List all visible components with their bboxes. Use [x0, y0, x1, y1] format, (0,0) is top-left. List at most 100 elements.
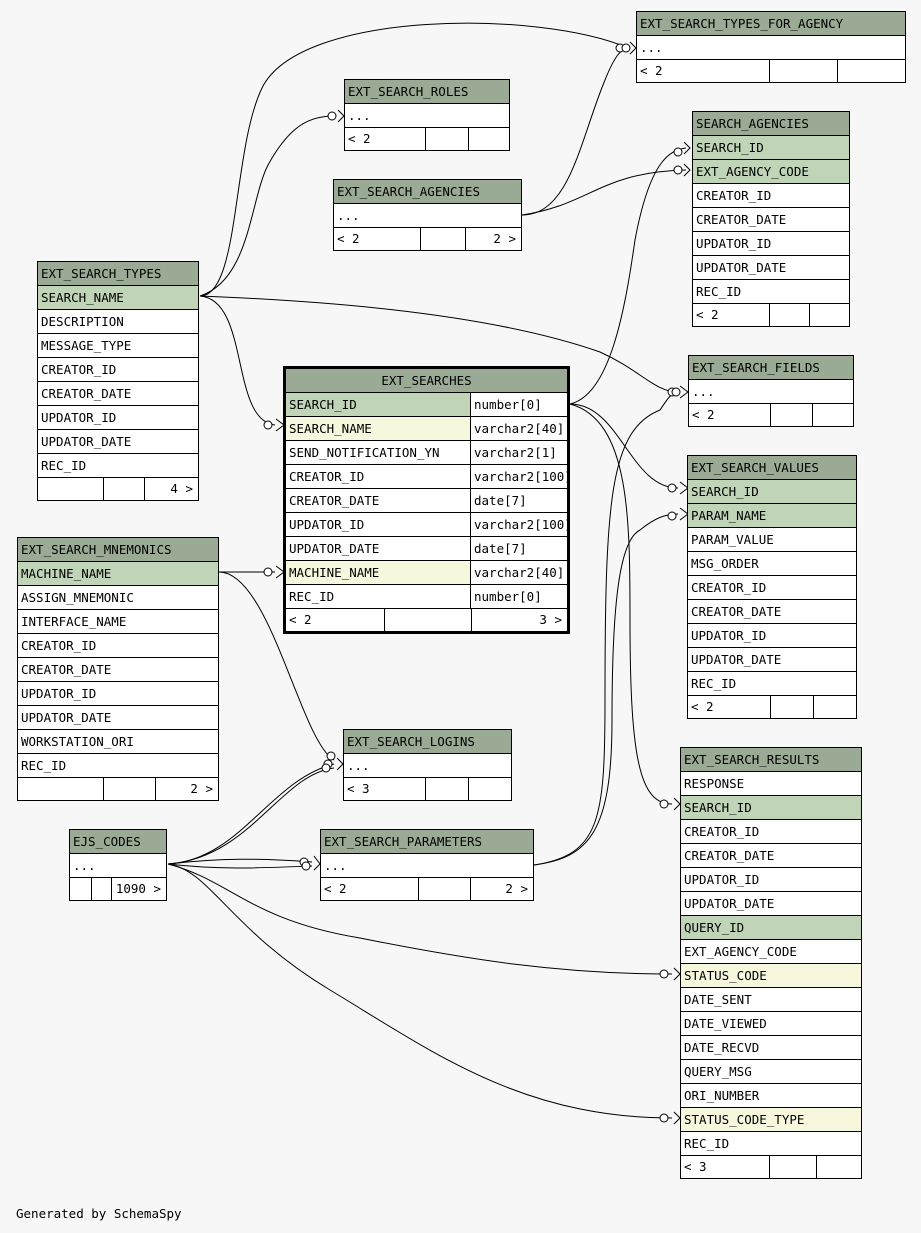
parents-count[interactable] [70, 878, 91, 900]
column-row[interactable]: CREATOR_DATE [681, 844, 861, 868]
column-row[interactable]: REC_ID [693, 280, 849, 304]
column-row[interactable]: UPDATOR_ID [38, 406, 198, 430]
children-count[interactable] [816, 1156, 861, 1178]
parents-count[interactable]: < 3 [684, 1159, 707, 1174]
table-ext-search-agencies[interactable]: EXT_SEARCH_AGENCIES ... < 2 2 > [333, 179, 522, 251]
column-row[interactable]: CREATOR_ID [688, 576, 856, 600]
column-row[interactable]: SEARCH_NAME [38, 286, 198, 310]
column-row[interactable]: QUERY_ID [681, 916, 861, 940]
children-count[interactable]: 2 > [470, 878, 533, 900]
column-row[interactable]: UPDATOR_DATE [693, 256, 849, 280]
children-count[interactable] [468, 128, 509, 150]
table-ext-search-parameters[interactable]: EXT_SEARCH_PARAMETERS ... < 2 2 > [320, 829, 534, 901]
column-row[interactable]: WORKSTATION_ORI [18, 730, 218, 754]
column-row[interactable]: EXT_AGENCY_CODE [693, 160, 849, 184]
children-count[interactable]: 2 > [465, 228, 521, 250]
column-row[interactable]: MSG_ORDER [688, 552, 856, 576]
children-count[interactable]: 4 > [144, 478, 198, 500]
column-row[interactable]: PARAM_NAME [688, 504, 856, 528]
column-row[interactable]: UPDATOR_ID [681, 868, 861, 892]
column-row[interactable]: INTERFACE_NAME [18, 610, 218, 634]
children-count[interactable]: 3 > [471, 609, 567, 631]
column-row[interactable]: DESCRIPTION [38, 310, 198, 334]
column-row[interactable]: SEARCH_ID [681, 796, 861, 820]
column-row[interactable]: CREATOR_DATE [693, 208, 849, 232]
column-row[interactable]: UPDATOR_ID [18, 682, 218, 706]
collapsed-columns-row[interactable]: ... [70, 854, 166, 878]
parents-count[interactable]: < 3 [347, 781, 370, 796]
table-ext-search-types-for-agency[interactable]: EXT_SEARCH_TYPES_FOR_AGENCY ... < 2 [636, 11, 906, 83]
column-row[interactable]: CREATOR_ID [693, 184, 849, 208]
parents-count[interactable]: < 2 [289, 612, 312, 627]
parents-count[interactable]: < 2 [640, 63, 663, 78]
column-row[interactable]: UPDATOR_ID [693, 232, 849, 256]
collapsed-columns-row[interactable]: ... [345, 104, 509, 128]
column-row[interactable]: SEARCH_ID [693, 136, 849, 160]
column-row[interactable]: UPDATOR_ID [688, 624, 856, 648]
column-row[interactable]: QUERY_MSG [681, 1060, 861, 1084]
column-row[interactable]: UPDATOR_DATE [18, 706, 218, 730]
column-row[interactable]: CREATOR_DATE [688, 600, 856, 624]
column-row[interactable]: PARAM_VALUE [688, 528, 856, 552]
table-ejs-codes[interactable]: EJS_CODES ... 1090 > [69, 829, 167, 901]
column-row[interactable]: UPDATOR_DATE [688, 648, 856, 672]
column-row[interactable]: CREATOR_ID [681, 820, 861, 844]
parents-count[interactable]: < 2 [691, 699, 714, 714]
column-row[interactable]: MACHINE_NAME [18, 562, 218, 586]
parents-count[interactable] [38, 478, 103, 500]
column-row[interactable]: ASSIGN_MNEMONIC [18, 586, 218, 610]
children-count[interactable] [837, 60, 905, 82]
parents-count[interactable]: < 2 [696, 307, 719, 322]
column-row[interactable]: MESSAGE_TYPE [38, 334, 198, 358]
column-row[interactable]: CREATOR_ID [18, 634, 218, 658]
collapsed-columns-row[interactable]: ... [344, 754, 511, 778]
column-row[interactable]: REC_ID [38, 454, 198, 478]
column-row[interactable]: REC_ID [681, 1132, 861, 1156]
column-row[interactable]: STATUS_CODE_TYPE [681, 1108, 861, 1132]
column-row[interactable]: UPDATOR_DATE [681, 892, 861, 916]
children-count[interactable]: 1090 > [111, 878, 166, 900]
table-ext-search-fields[interactable]: EXT_SEARCH_FIELDS ... < 2 [688, 355, 854, 427]
column-row[interactable]: SEARCH_ID [688, 480, 856, 504]
collapsed-columns-row[interactable]: ... [689, 380, 853, 404]
children-count[interactable] [813, 696, 856, 718]
collapsed-columns-row[interactable]: ... [321, 854, 533, 878]
parents-count[interactable] [18, 778, 103, 800]
children-count[interactable] [468, 778, 511, 800]
column-row[interactable]: CREATOR_ID [38, 358, 198, 382]
children-count[interactable]: 2 > [155, 778, 218, 800]
children-count[interactable] [809, 304, 849, 326]
parents-count[interactable]: < 2 [348, 131, 371, 146]
table-ext-search-roles[interactable]: EXT_SEARCH_ROLES ... < 2 [344, 79, 510, 151]
column-row[interactable]: ORI_NUMBER [681, 1084, 861, 1108]
column-row[interactable]: STATUS_CODE [681, 964, 861, 988]
column-row[interactable]: REC_ID [18, 754, 218, 778]
column-row[interactable]: DATE_SENT [681, 988, 861, 1012]
collapsed-columns-row[interactable]: ... [334, 204, 521, 228]
parents-count[interactable]: < 2 [324, 881, 347, 896]
parents-count[interactable]: < 2 [337, 231, 360, 246]
column-row[interactable]: UPDATOR_DATE [38, 430, 198, 454]
column-row[interactable]: CREATOR_DATE [38, 382, 198, 406]
column-row[interactable]: DATE_VIEWED [681, 1012, 861, 1036]
column-row[interactable]: REC_ID [688, 672, 856, 696]
column-row[interactable]: DATE_RECVD [681, 1036, 861, 1060]
collapsed-columns-row[interactable]: ... [637, 36, 905, 60]
children-count[interactable] [812, 404, 853, 426]
column-row[interactable]: RESPONSE [681, 772, 861, 796]
table-ext-search-logins[interactable]: EXT_SEARCH_LOGINS ... < 3 [343, 729, 512, 801]
